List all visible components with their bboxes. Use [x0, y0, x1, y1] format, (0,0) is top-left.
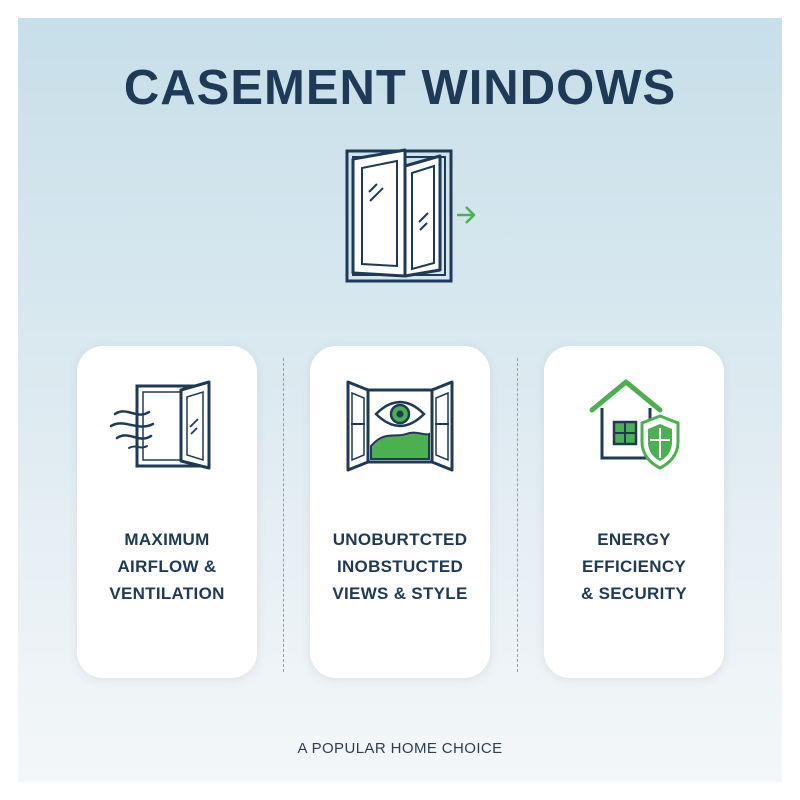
feature-label-security: ENERGY EFFICIENCY & SECURITY	[581, 530, 687, 603]
feature-label-airflow: MAXIMUM AIRFLOW & VENTILATION	[109, 530, 225, 603]
page-title: CASEMENT WINDOWS	[123, 61, 677, 115]
casement-window-open-icon	[345, 148, 476, 283]
feature-label-views: UNOBURTCTED INOBSTUCTED VIEWS & STYLE	[332, 530, 468, 603]
feature-card-airflow: MAXIMUM AIRFLOW & VENTILATION	[77, 346, 257, 678]
feature-card-views: UNOBURTCTED INOBSTUCTED VIEWS & STYLE	[310, 346, 490, 678]
footer-tagline: A POPULAR HOME CHOICE	[297, 740, 503, 757]
view-window-eye-icon	[346, 380, 454, 472]
house-shield-icon	[589, 379, 680, 470]
card-divider	[283, 358, 284, 672]
airflow-window-icon	[109, 380, 211, 470]
feature-card-security: ENERGY EFFICIENCY & SECURITY	[544, 346, 724, 678]
card-divider	[517, 358, 518, 672]
